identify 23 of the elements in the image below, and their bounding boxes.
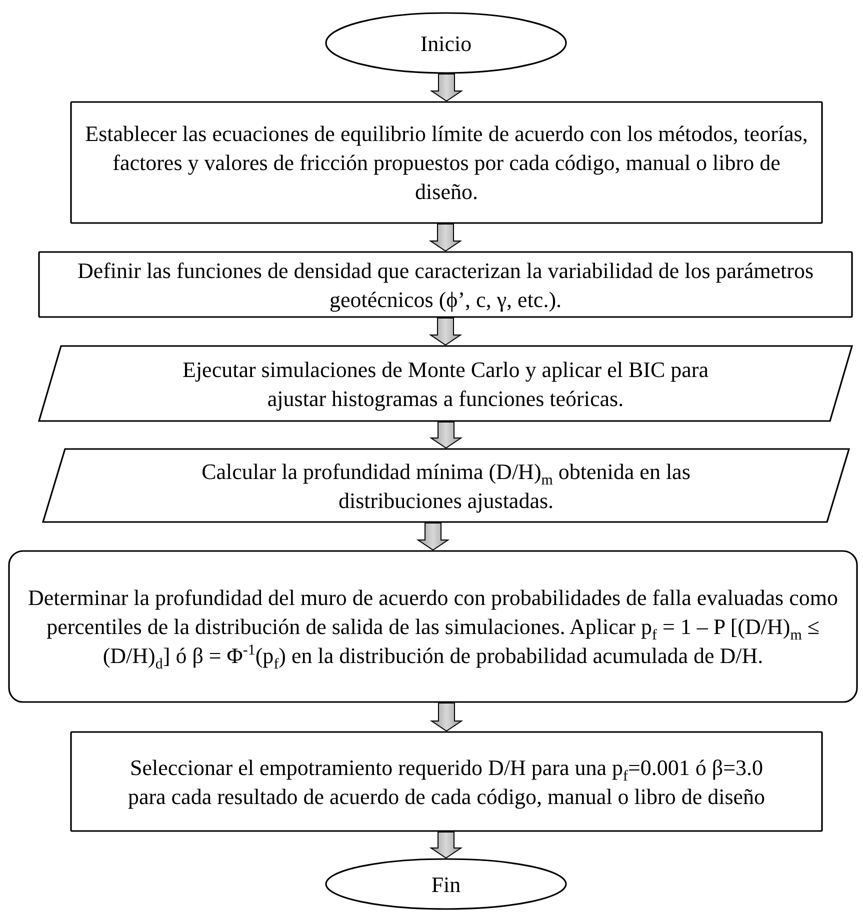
block-arrow [429, 422, 463, 449]
end-terminal [325, 858, 567, 910]
step-text: Establecer las ecuaciones de equilibrio límite de acuerdo con los métodos, teorías, factores y valores de fricción propuestos por cada código, manual o libro de diseño. [84, 120, 809, 206]
block-arrow [428, 318, 462, 346]
step-text: Definir las funciones de densidad que caracterizan la variabilidad de los parámetros geotécnicos (ϕ’, c, γ, etc.). [76, 256, 815, 314]
block-arrow [429, 832, 463, 859]
block-arrow [430, 74, 464, 102]
block-arrow [416, 522, 450, 551]
process-box [38, 251, 853, 318]
step-text: Seleccionar el empotramiento requerido D/H para una p$_{f}$=0.001 ó β=3.0 para cada resultado de acuerdo de cada código, manual o libro de diseño [126, 754, 766, 810]
step-text: Determinar la profundidad del muro de acuerdo con probabilidades de falla evaluadas como percentiles de la distribución de salida de las simulaciones. Aplicar p$_{f}$ = 1 – P [(D/H)$_{m}$ ≤ (D/H)$_{d}$] ó β = Φ$^{-1}$(p$_{f}$) en la distribución de probabilidad acumulada de D/H. [26, 584, 839, 670]
block-arrow [430, 702, 464, 732]
step-text: Fin [431, 870, 461, 898]
block-arrow [428, 224, 462, 252]
data-parallelogram [38, 345, 853, 422]
step-text: Ejecutar simulaciones de Monte Carlo y aplicar el BIC para ajustar histogramas a funciones teóricas. [182, 356, 710, 412]
rounded-process-box [8, 550, 858, 703]
step-text: Inicio [420, 30, 472, 58]
step-text: Calcular la profundidad mínima (D/H)$_{m}$ obtenida en las distribuciones ajustadas. [200, 458, 692, 514]
process-box [70, 731, 823, 832]
start-terminal [325, 12, 567, 74]
data-parallelogram [42, 448, 850, 523]
process-box [70, 101, 823, 224]
